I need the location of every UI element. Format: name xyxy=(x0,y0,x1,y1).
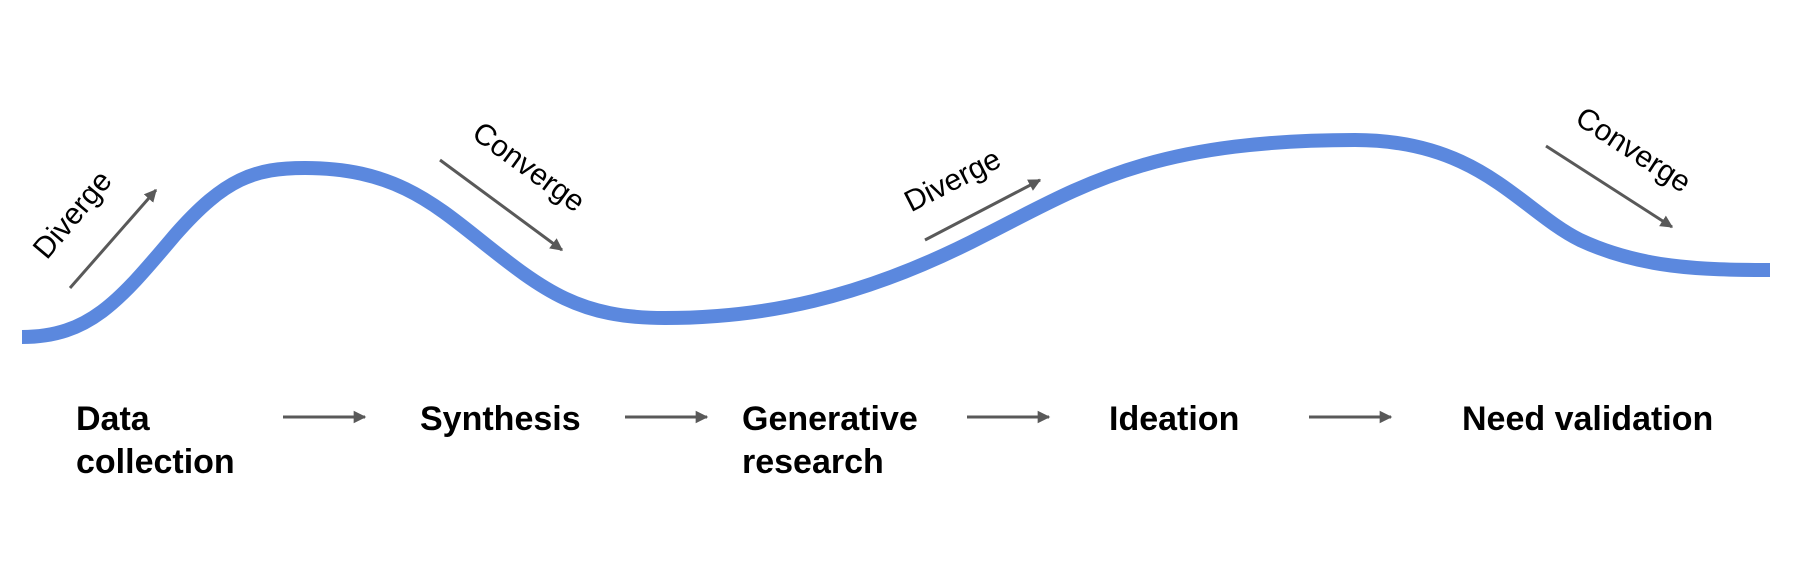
phase-label-line1: Data xyxy=(76,400,150,438)
phase-label-line2: collection xyxy=(76,443,235,481)
phase-need-validation: Need validation xyxy=(1462,398,1713,441)
converge-arrow-2 xyxy=(1545,144,1674,229)
phase-ideation: Ideation xyxy=(1109,398,1239,441)
process-curve xyxy=(21,132,1771,344)
curve-label-converge-2: Converge xyxy=(1570,101,1697,200)
curve-label-converge-1: Converge xyxy=(466,116,591,219)
phase-label-line1: Ideation xyxy=(1109,400,1240,438)
phase-data-collection: Data collection xyxy=(76,398,235,484)
phase-label-line1: Generative xyxy=(742,400,918,438)
phase-label-line1: Synthesis xyxy=(420,400,581,438)
diverge-arrow-2 xyxy=(924,178,1042,242)
phase-generative-research: Generative research xyxy=(742,398,918,484)
converge-arrow-1 xyxy=(439,158,564,252)
phase-label-line1: Need validation xyxy=(1462,400,1714,438)
phase-synthesis: Synthesis xyxy=(420,398,581,441)
diverge-arrow-1 xyxy=(68,189,158,289)
phase-label-line2: research xyxy=(742,443,884,481)
